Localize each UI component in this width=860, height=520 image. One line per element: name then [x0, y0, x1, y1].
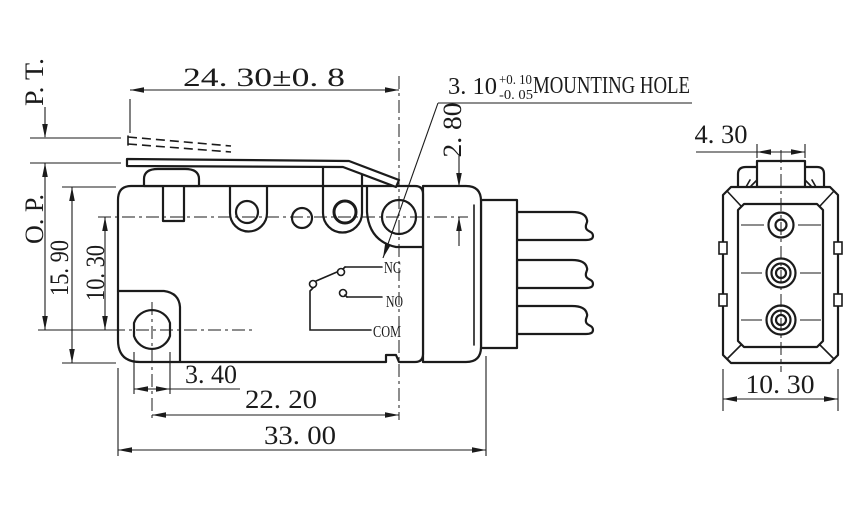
arrowhead: [472, 447, 486, 453]
arrowhead: [134, 386, 148, 392]
tol-minus: -0. 05: [499, 88, 533, 103]
arrowhead: [791, 149, 805, 155]
hinge-pin-right: [332, 199, 358, 225]
dim-side-10-30: 10. 30: [746, 370, 815, 399]
arrowhead: [152, 412, 166, 418]
arrowhead: [118, 447, 132, 453]
terminal-3: [515, 304, 595, 336]
clip-foot-left: [745, 179, 751, 188]
terminal-1: [515, 210, 595, 242]
bevel-bl: [726, 344, 742, 360]
lever-clip-right: [802, 165, 826, 189]
dim-2-80: 2. 80: [438, 103, 467, 158]
dim-10-30-v: 10. 30: [81, 245, 110, 301]
notch-left-1: [718, 241, 728, 255]
arrowhead: [757, 149, 771, 155]
nc-label: NC: [384, 258, 401, 277]
bevel-tr: [819, 190, 835, 207]
dim-3-40: 3. 40: [185, 360, 237, 389]
com-label: COM: [373, 322, 401, 341]
terminal-base-neck: [479, 198, 519, 350]
plunger-cap: [142, 167, 201, 188]
tol-plus: +0. 10: [499, 73, 532, 88]
notch-left-2: [718, 293, 728, 307]
terminal-2: [515, 258, 595, 290]
hinge-pin-left: [234, 199, 260, 225]
lever-arm: [125, 157, 401, 189]
solder-terminals: [515, 210, 595, 336]
arrowhead: [102, 217, 108, 231]
contact-schematic: NC NO COM: [308, 258, 403, 341]
arrowhead: [42, 316, 48, 330]
pt-label: P. T.: [20, 58, 49, 106]
dim-33-00: 33. 00: [264, 421, 336, 450]
arrowhead: [383, 243, 391, 258]
side-body-inner: [736, 202, 825, 349]
side-dimensions: 4. 30 10. 30: [695, 120, 839, 411]
arrowhead: [42, 163, 48, 177]
switch-body: [116, 184, 425, 364]
dim-22-20: 22. 20: [245, 385, 317, 414]
arrowhead: [385, 412, 399, 418]
notch-right-2: [833, 293, 843, 307]
notch-right-1: [833, 241, 843, 255]
switch-blade: [315, 271, 338, 282]
arrowhead: [723, 396, 737, 402]
rear-housing: [421, 184, 483, 364]
bevel-tl: [726, 190, 742, 207]
dim-4-30: 4. 30: [695, 120, 748, 149]
centerlines: [98, 76, 468, 420]
button-foot-left: [750, 179, 758, 187]
callout-leader: [382, 102, 439, 259]
dim-24-30: 24. 30±0. 8: [183, 63, 345, 92]
no-label: NO: [386, 292, 403, 311]
hinge-bracket-right: [321, 163, 364, 234]
arrowhead: [385, 87, 399, 93]
arrowhead: [69, 349, 75, 363]
front-view: [116, 135, 595, 364]
terminal-end-1: [767, 211, 795, 239]
side-view: [718, 150, 843, 372]
arrowhead: [156, 386, 170, 392]
op-label: O. P.: [20, 194, 49, 244]
arrowhead: [102, 316, 108, 330]
arrowhead: [456, 217, 462, 231]
lever-clip-left: [736, 165, 762, 189]
hinge-bracket-left: [228, 185, 269, 233]
clip-foot-right: [811, 179, 817, 188]
pin-center: [290, 206, 314, 230]
no-contact: [338, 288, 348, 298]
lever-free-position: [127, 135, 232, 153]
arrowhead: [130, 87, 144, 93]
button-foot-right: [804, 179, 812, 187]
arrowhead: [824, 396, 838, 402]
dim-3-10: 3. 10: [448, 74, 497, 100]
bevel-br: [819, 344, 835, 360]
mounting-boss-left: [116, 289, 182, 363]
dim-15-90: 15. 90: [45, 240, 74, 296]
mounting-boss-right: [365, 185, 424, 249]
arrowhead: [69, 187, 75, 201]
front-dimensions: P. T. O. P. 15. 90 10. 30 24. 30±0. 8 3.…: [20, 58, 692, 456]
com-wire: [309, 287, 372, 331]
arrowhead: [456, 173, 462, 187]
arrowhead: [42, 124, 48, 138]
mounting-hole-label: MOUNTING HOLE: [533, 73, 690, 99]
